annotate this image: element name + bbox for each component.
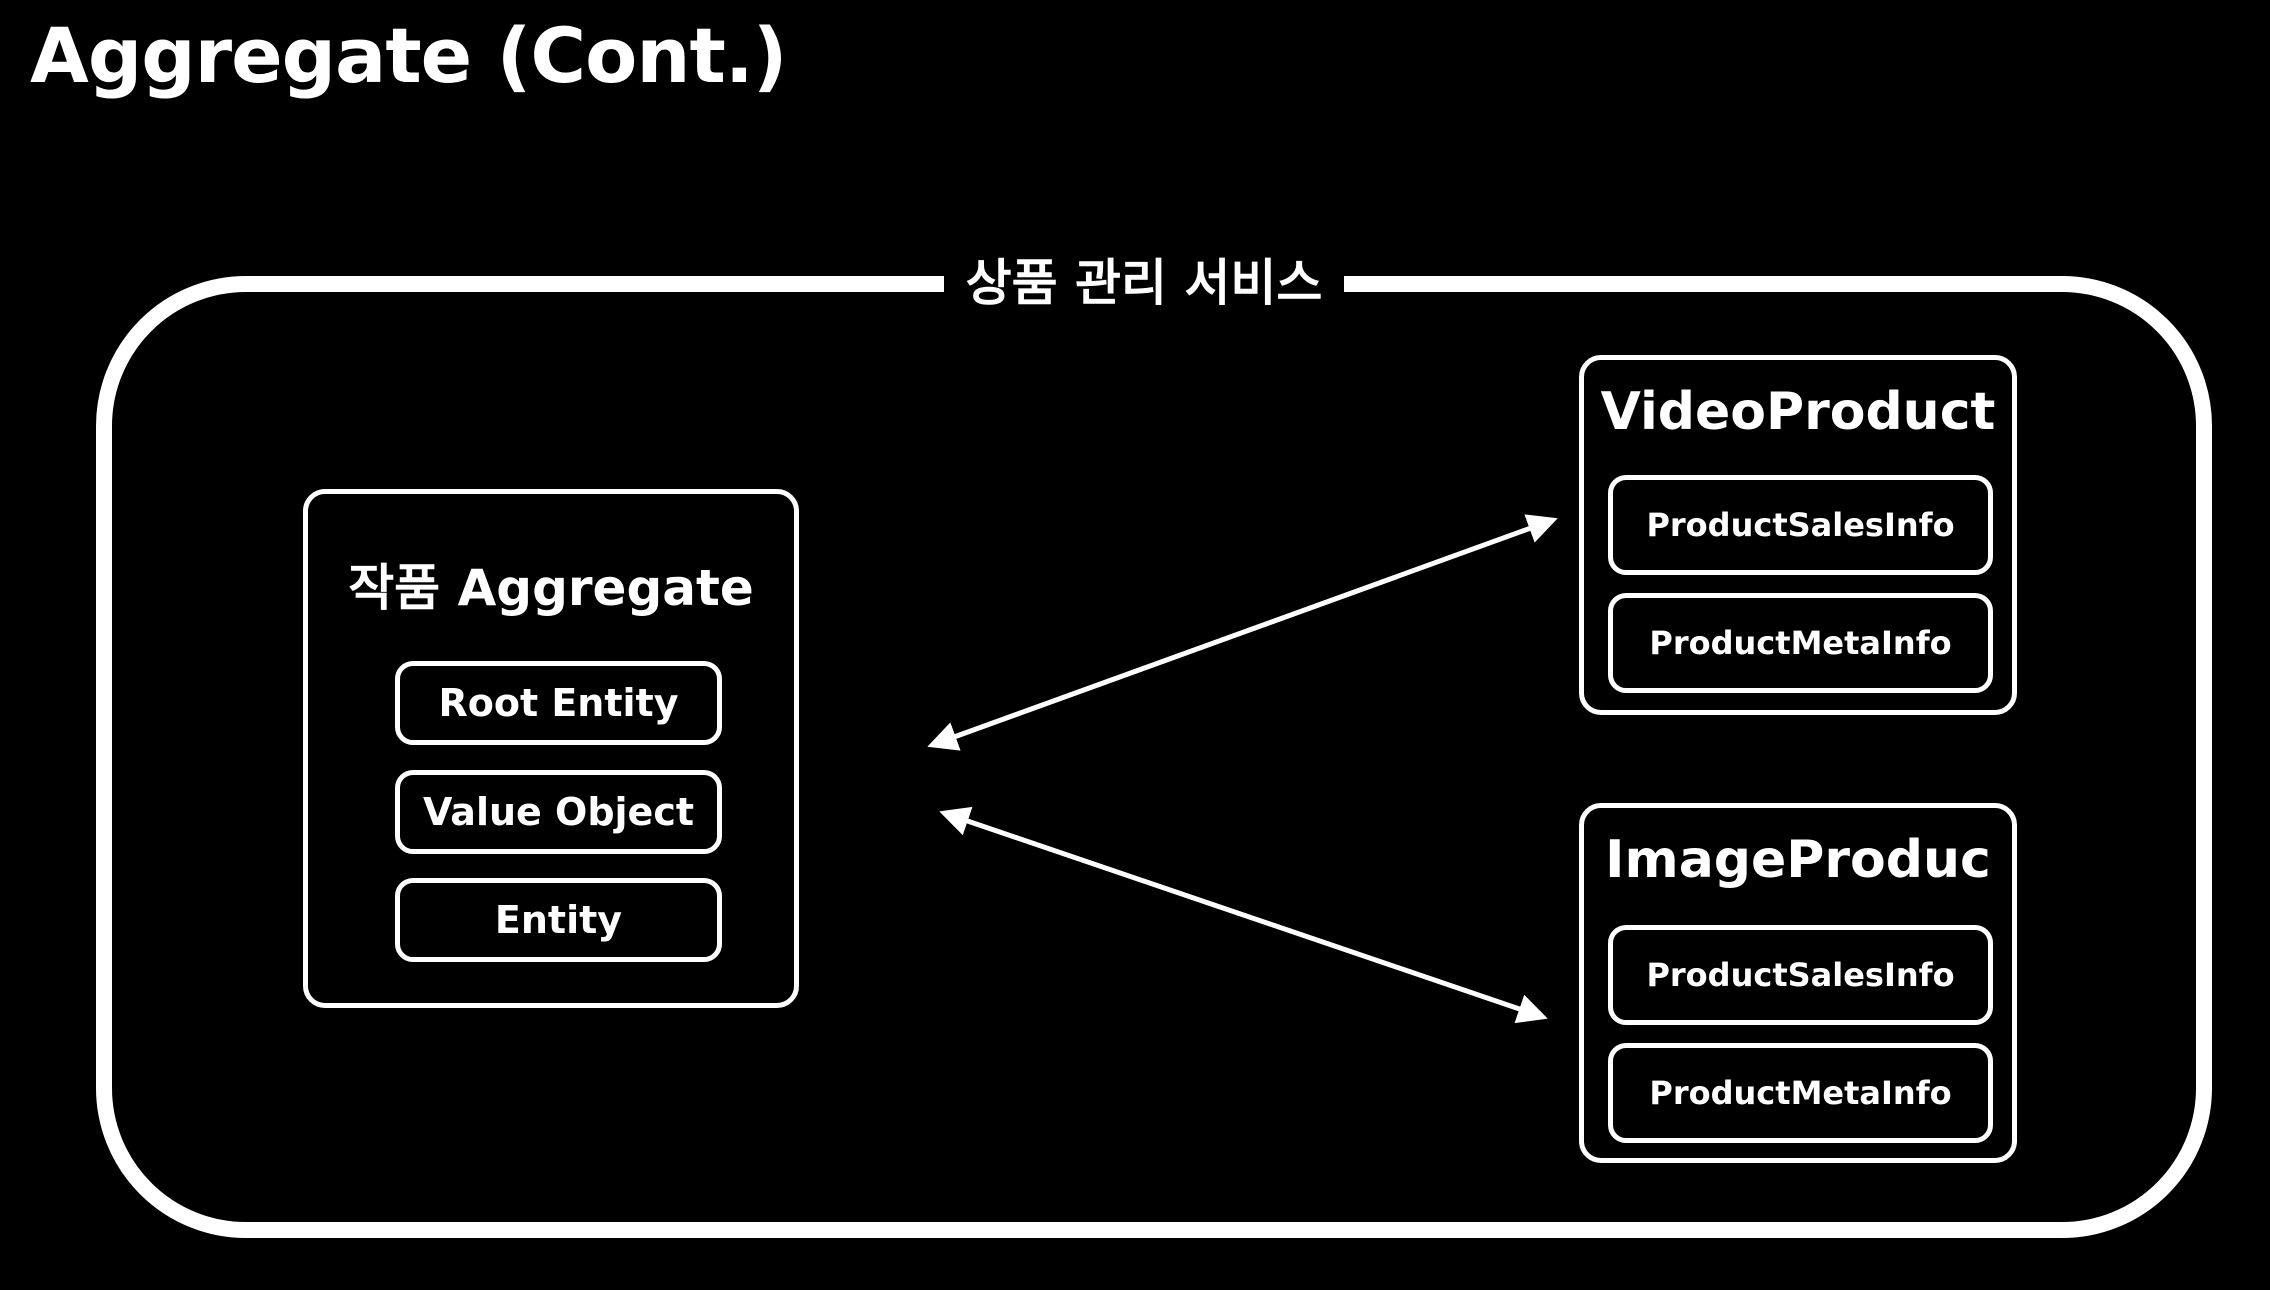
arrow-aggregate-video-product xyxy=(927,514,1558,751)
video-product-title: VideoProduct xyxy=(1600,382,1996,442)
image-product-title: ImageProduc xyxy=(1605,830,1991,890)
aggregate-box: 작품 Aggregate Root Entity Value Object En… xyxy=(303,489,799,1008)
video-product-sales-info: ProductSalesInfo xyxy=(1608,475,1993,575)
slide-title: Aggregate (Cont.) xyxy=(30,11,787,100)
aggregate-item-value-object: Value Object xyxy=(395,770,722,854)
video-product-meta-info: ProductMetaInfo xyxy=(1608,593,1993,693)
video-product-box: VideoProduct ProductSalesInfo ProductMet… xyxy=(1579,355,2017,715)
aggregate-item-root-entity: Root Entity xyxy=(395,661,722,745)
image-product-meta-info: ProductMetaInfo xyxy=(1608,1043,1993,1143)
aggregate-title: 작품 Aggregate xyxy=(348,559,754,617)
arrow-aggregate-image-product xyxy=(939,806,1548,1024)
aggregate-item-entity: Entity xyxy=(395,878,722,962)
service-boundary-label: 상품 관리 서비스 xyxy=(944,248,1344,318)
image-product-box: ImageProduc ProductSalesInfo ProductMeta… xyxy=(1579,803,2017,1163)
image-product-sales-info: ProductSalesInfo xyxy=(1608,925,1993,1025)
